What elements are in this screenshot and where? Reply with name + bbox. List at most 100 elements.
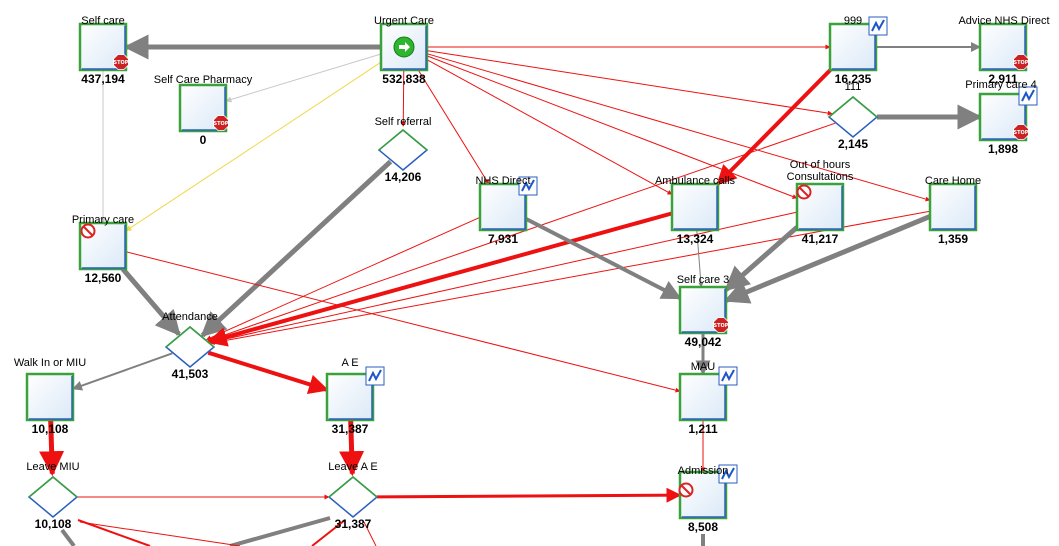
node-box-shape: [325, 372, 375, 422]
flow-leave-ae-to-admission[interactable]: [376, 487, 682, 503]
node-out-of-hours[interactable]: [795, 182, 845, 232]
node-advice-nhs-direct[interactable]: STOP: [978, 22, 1029, 72]
node-leave-miu[interactable]: [27, 476, 79, 518]
flow-n999-to-ambulance-calls[interactable]: [716, 68, 832, 186]
svg-text:STOP: STOP: [114, 60, 129, 66]
flow-n111-to-attendance[interactable]: [207, 122, 836, 342]
node-urgent-care[interactable]: [379, 22, 429, 72]
flow-walk-in-to-leave-miu[interactable]: [39, 419, 65, 477]
flow-nhs-direct-to-attendance[interactable]: [206, 216, 481, 341]
node-box-shape: [670, 182, 720, 232]
flow-care-home-to-attendance[interactable]: [209, 210, 931, 345]
trend-icon: [718, 366, 738, 386]
node-box-shape: [928, 182, 978, 232]
node-value-self-referral: 14,206: [384, 170, 422, 184]
flow-leave-ae-offpage[interactable]: [229, 516, 331, 546]
flow-leave-ae-red2-offpage[interactable]: [363, 521, 377, 546]
flow-attendance-to-walk-in[interactable]: [72, 352, 173, 391]
stop-icon: STOP: [113, 54, 129, 70]
node-diamond-edge: [328, 476, 378, 498]
node-value-attendance: 41,503: [171, 367, 209, 381]
node-value-ambulance-calls: 13,324: [676, 232, 714, 246]
node-mau[interactable]: [678, 366, 738, 422]
flow-urgent-care-to-nhs-direct[interactable]: [417, 69, 490, 185]
trend-icon: [518, 176, 538, 196]
node-self-referral[interactable]: [377, 129, 429, 171]
offpage-edges: [60, 516, 705, 546]
node-diamond-edge: [165, 326, 215, 348]
flow-primary-care-to-attendance[interactable]: [120, 267, 181, 337]
flow-out-of-hours-to-attendance[interactable]: [209, 211, 798, 345]
flow-leave-ae-red-offpage[interactable]: [311, 519, 346, 546]
node-care-home[interactable]: [928, 182, 978, 232]
node-box-shadow: [329, 376, 373, 420]
node-label-mau: MAU: [690, 361, 716, 373]
flow-ambulance-calls-to-self-care-3[interactable]: [696, 229, 704, 288]
node-box-shadow: [29, 376, 73, 420]
node-label-self-care-3: Self care 3: [676, 274, 730, 286]
node-self-care-3[interactable]: STOP: [678, 285, 729, 335]
node-box-shadow: [932, 186, 976, 230]
node-leave-ae[interactable]: [327, 476, 379, 518]
node-n999[interactable]: [828, 16, 888, 72]
node-self-care[interactable]: STOP: [78, 22, 129, 72]
node-ambulance-calls[interactable]: [670, 182, 720, 232]
node-value-walk-in: 10,108: [31, 422, 69, 436]
node-primary-care[interactable]: [78, 221, 128, 271]
flow-urgent-care-to-self-referral[interactable]: [400, 69, 406, 127]
flow-attendance-to-ae[interactable]: [207, 350, 329, 394]
node-label-admission: Admission: [677, 465, 729, 477]
flow-ambulance-calls-to-attendance[interactable]: [206, 211, 673, 347]
node-label-walk-in: Walk In or MIU: [13, 357, 87, 369]
start-icon: [393, 36, 415, 58]
node-walk-in[interactable]: [25, 372, 75, 422]
node-value-n999: 16,235: [834, 72, 872, 86]
node-nhs-direct[interactable]: [478, 176, 538, 232]
node-diamond-shape: [827, 96, 879, 138]
trend-icon: [1018, 86, 1038, 106]
flow-primary-care-to-mau[interactable]: [125, 251, 681, 393]
node-n111[interactable]: [827, 96, 879, 138]
node-label-self-referral: Self referral: [374, 116, 432, 128]
node-box-shape: [678, 372, 728, 422]
node-admission[interactable]: [678, 464, 738, 520]
node-value-mau: 1,211: [688, 422, 718, 436]
node-ae[interactable]: [325, 366, 385, 422]
node-box-shape: [978, 22, 1028, 72]
node-label-self-care: Self care: [81, 15, 125, 27]
flow-urgent-care-to-n111[interactable]: [426, 50, 833, 116]
flow-ae-to-leave-ae[interactable]: [339, 419, 365, 477]
flow-care-home-to-self-care-3[interactable]: [723, 214, 931, 304]
node-label-leave-ae: Leave A E: [328, 461, 378, 473]
node-attendance[interactable]: [164, 326, 216, 368]
flow-urgent-care-to-ambulance-calls[interactable]: [426, 59, 673, 195]
flow-urgent-care-to-primary-care[interactable]: [125, 61, 382, 232]
svg-text:STOP: STOP: [1014, 60, 1029, 66]
node-box-shadow: [832, 26, 876, 70]
flow-leave-miu-red2-offpage[interactable]: [79, 521, 241, 546]
flow-leave-miu-offpage[interactable]: [77, 519, 151, 546]
node-label-self-care-pharmacy: Self Care Pharmacy: [153, 74, 253, 86]
flow-leave-miu-grey-offpage[interactable]: [60, 528, 76, 546]
flow-urgent-care-to-self-care-pharmacy[interactable]: [225, 53, 382, 103]
node-box-shape: [25, 372, 75, 422]
node-self-care-pharmacy[interactable]: STOP: [178, 83, 229, 133]
node-primary-care-4[interactable]: STOP: [978, 86, 1038, 142]
node-label-primary-care: Primary care: [71, 214, 135, 226]
flow-nhs-direct-to-self-care-3[interactable]: [525, 217, 682, 300]
flow-urgent-care-to-care-home[interactable]: [426, 53, 931, 202]
flow-out-of-hours-to-self-care-3[interactable]: [724, 225, 799, 292]
trend-icon: [868, 16, 888, 36]
node-box-shadow: [799, 186, 843, 230]
node-box-shadow: [482, 186, 526, 230]
node-value-self-care-pharmacy: 0: [199, 133, 207, 147]
node-value-advice-nhs-direct: 2,911: [988, 72, 1018, 86]
node-diamond-edge: [28, 476, 78, 498]
node-box-shadow: [82, 225, 126, 269]
node-label-advice-nhs-direct: Advice NHS Direct: [958, 15, 1050, 27]
no-entry-icon: [80, 223, 96, 239]
node-label-urgent-care: Urgent Care: [374, 15, 434, 27]
node-label-care-home: Care Home: [924, 175, 982, 187]
flow-self-referral-to-attendance[interactable]: [200, 159, 393, 338]
